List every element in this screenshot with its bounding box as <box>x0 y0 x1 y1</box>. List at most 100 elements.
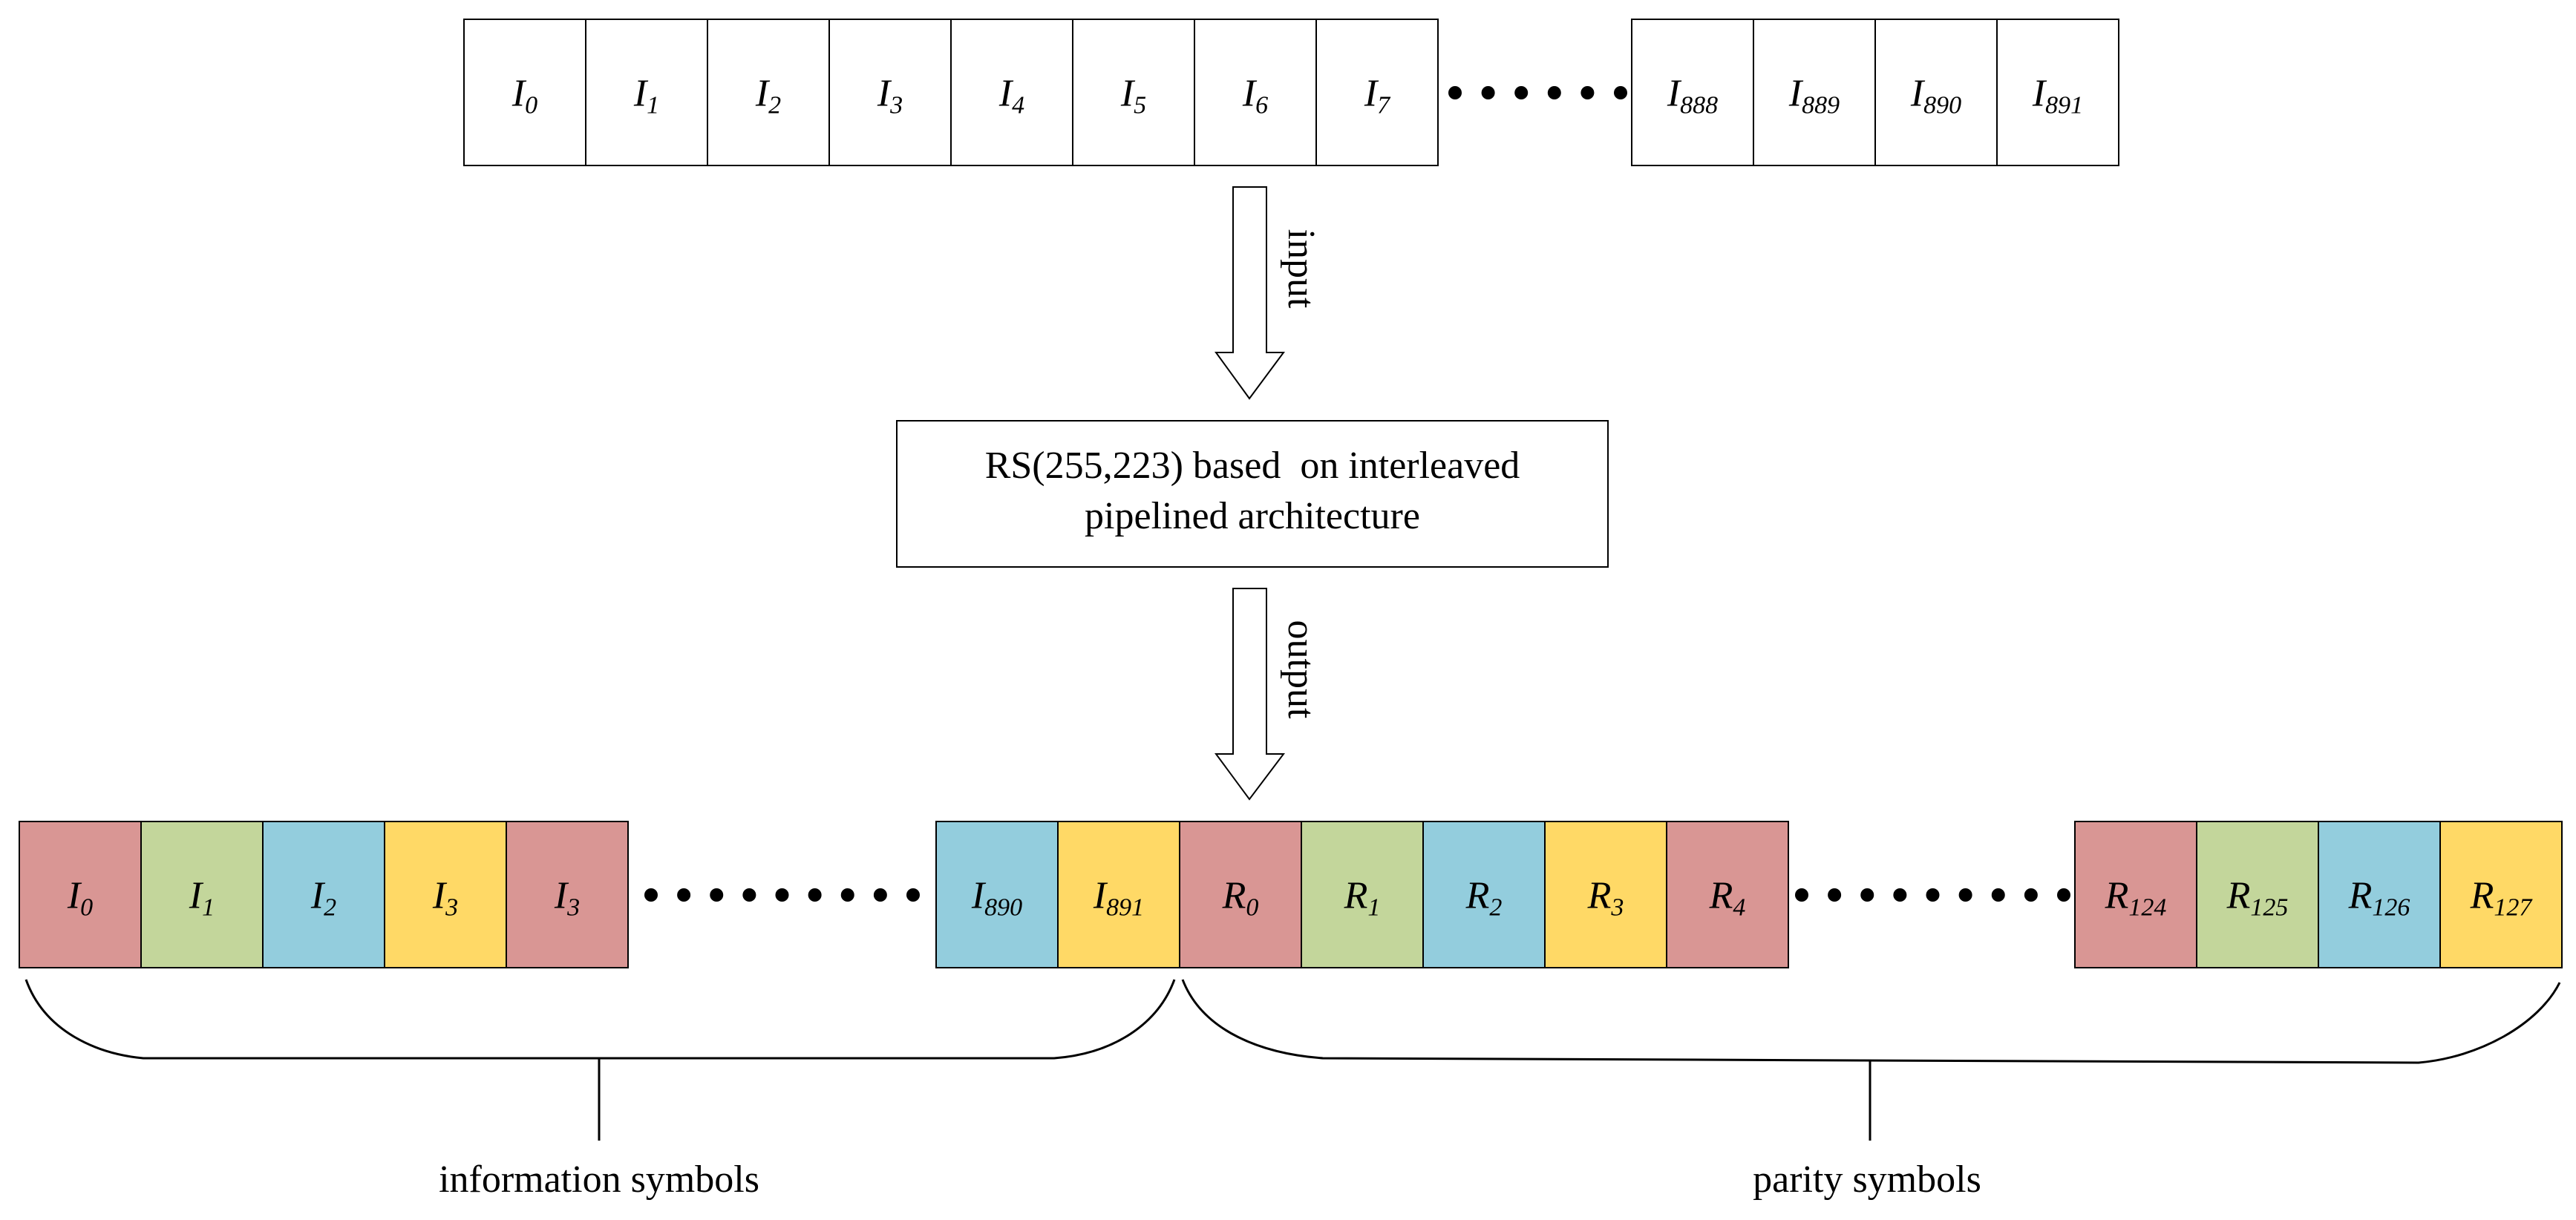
output-cell-box <box>1422 821 1546 968</box>
input-cell-box <box>1072 19 1195 166</box>
output-arrow-icon <box>1215 588 1286 801</box>
output-cell-index: 891 <box>1106 894 1144 922</box>
input-cell-label: I3 <box>877 73 903 119</box>
input-cell-index: 4 <box>1012 92 1024 119</box>
output-cell: I891 <box>1057 821 1180 968</box>
output-cell: R125 <box>2196 821 2319 968</box>
output-cell-box <box>935 821 1059 968</box>
input-cell: I6 <box>1194 19 1317 166</box>
output-cell-index: 890 <box>984 894 1022 922</box>
input-cell-box <box>707 19 830 166</box>
input-cell: I2 <box>707 19 830 166</box>
output-cell-label: R4 <box>1709 875 1746 922</box>
output-cell-box <box>2439 821 2563 968</box>
encoder-box-line1: RS(255,223) based on interleaved <box>985 445 1520 487</box>
parity-brace <box>1181 979 2561 1064</box>
output-cell-index: 125 <box>2250 894 2288 922</box>
input-cell-index: 890 <box>1923 92 1961 119</box>
output-cell-index: 4 <box>1733 894 1745 922</box>
output-cell-symbol: R <box>1344 875 1368 917</box>
output-cell-label: R127 <box>2470 875 2534 922</box>
output-cell-box <box>384 821 507 968</box>
input-cell-index: 1 <box>647 92 659 119</box>
output-cell: I3 <box>384 821 507 968</box>
input-cell-symbol: I <box>1910 73 1926 115</box>
input-cell-box <box>1315 19 1439 166</box>
output-ellipsis-dot <box>742 888 756 902</box>
input-cell-symbol: I <box>1788 73 1804 115</box>
input-cell: I1 <box>585 19 708 166</box>
output-cell-symbol: R <box>1709 875 1733 917</box>
output-ellipsis-dot <box>1991 888 2005 902</box>
output-cell: I1 <box>140 821 264 968</box>
output-cell-symbol: R <box>2470 875 2494 917</box>
input-cell-label: I890 <box>1910 73 1961 119</box>
information-symbols-label: information symbols <box>439 1158 759 1201</box>
output-cell: R1 <box>1301 821 1424 968</box>
output-cell: R4 <box>1666 821 1789 968</box>
input-ellipsis-dot <box>1448 86 1462 99</box>
output-cell-symbol: I <box>432 875 448 917</box>
input-cell-label: I889 <box>1788 73 1840 119</box>
input-cell-index: 3 <box>889 92 903 119</box>
output-cell: I0 <box>19 821 142 968</box>
output-ellipsis-dot <box>906 888 920 902</box>
output-ellipsis-dot <box>873 888 887 902</box>
output-ellipsis-dot <box>710 888 724 902</box>
output-cell-index: 124 <box>2128 894 2166 922</box>
output-cell: I2 <box>262 821 385 968</box>
output-cell-label: I1 <box>189 875 215 922</box>
output-cell-box <box>140 821 264 968</box>
output-cell-box <box>1057 821 1180 968</box>
output-cell: I3 <box>506 821 629 968</box>
output-cell-label: R125 <box>2226 875 2289 922</box>
output-cell: R124 <box>2074 821 2197 968</box>
input-ellipsis-dot <box>1514 86 1529 99</box>
output-cell-symbol: I <box>554 875 569 917</box>
input-cell: I889 <box>1753 19 1876 166</box>
output-cell: I890 <box>935 821 1059 968</box>
parity-symbols-label: parity symbols <box>1753 1158 1981 1201</box>
output-ellipsis-dot <box>1926 888 1940 902</box>
output-cell-index: 127 <box>2494 894 2533 922</box>
output-ellipsis-dot <box>1958 888 1972 902</box>
input-ellipsis-dot <box>1614 86 1627 99</box>
output-ellipsis-dot <box>677 888 691 902</box>
input-cell-index: 5 <box>1134 92 1146 119</box>
input-ellipsis-dot <box>1547 86 1561 99</box>
input-cell-box <box>828 19 952 166</box>
output-cell-symbol: I <box>189 875 204 917</box>
output-cell-index: 0 <box>80 894 93 922</box>
output-ellipsis-dot <box>1795 888 1808 902</box>
input-cell: I891 <box>1996 19 2119 166</box>
input-cell-box <box>950 19 1073 166</box>
encoder-box-line2: pipelined architecture <box>1085 495 1420 537</box>
input-cell-index: 2 <box>768 92 781 119</box>
input-cell-box <box>1996 19 2119 166</box>
input-cell-symbol: I <box>1364 73 1379 115</box>
output-cell-symbol: I <box>310 875 326 917</box>
output-cell: R126 <box>2318 821 2441 968</box>
output-ellipsis-dot <box>644 888 658 902</box>
output-cell-label: I3 <box>432 875 458 922</box>
output-cell: R2 <box>1422 821 1546 968</box>
input-cell: I5 <box>1072 19 1195 166</box>
output-cell-box <box>1666 821 1789 968</box>
output-cell: R127 <box>2439 821 2563 968</box>
output-cell-label: I891 <box>1093 875 1144 922</box>
output-cell-symbol: I <box>67 875 82 917</box>
output-cell-box <box>2196 821 2319 968</box>
input-cell-box <box>1753 19 1876 166</box>
output-cell-index: 0 <box>1246 894 1258 922</box>
input-cell-symbol: I <box>633 73 649 115</box>
output-ellipsis-dot <box>1893 888 1907 902</box>
output-cell-index: 3 <box>1610 894 1624 922</box>
input-cell-box <box>463 19 586 166</box>
input-cell-label: I6 <box>1242 73 1268 119</box>
input-cell-index: 0 <box>525 92 537 119</box>
output-cell-box <box>262 821 385 968</box>
input-ellipsis-dot <box>1580 86 1595 99</box>
